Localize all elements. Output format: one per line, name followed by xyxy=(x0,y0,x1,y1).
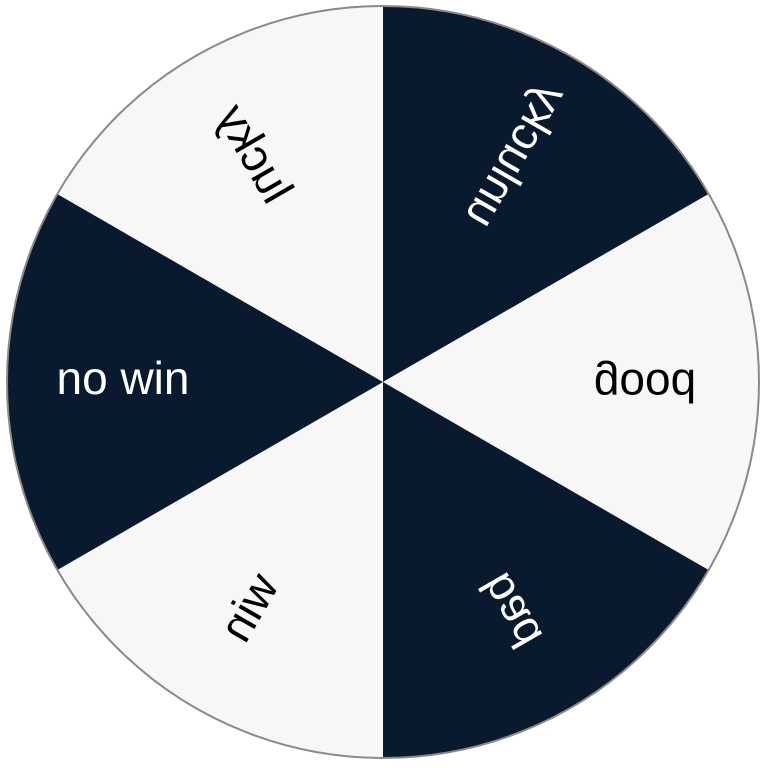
segment-no-win xyxy=(6,194,384,570)
segment-lucky xyxy=(57,6,384,382)
segment-label-good: good xyxy=(594,360,696,412)
segment-unlucky xyxy=(383,6,709,382)
wheel-rim xyxy=(6,5,760,759)
segment-label-no-win: no win xyxy=(57,352,190,404)
segment-good xyxy=(383,194,760,570)
wheel-segments xyxy=(6,6,760,758)
segment-win xyxy=(57,382,384,758)
segment-bad xyxy=(383,382,709,758)
